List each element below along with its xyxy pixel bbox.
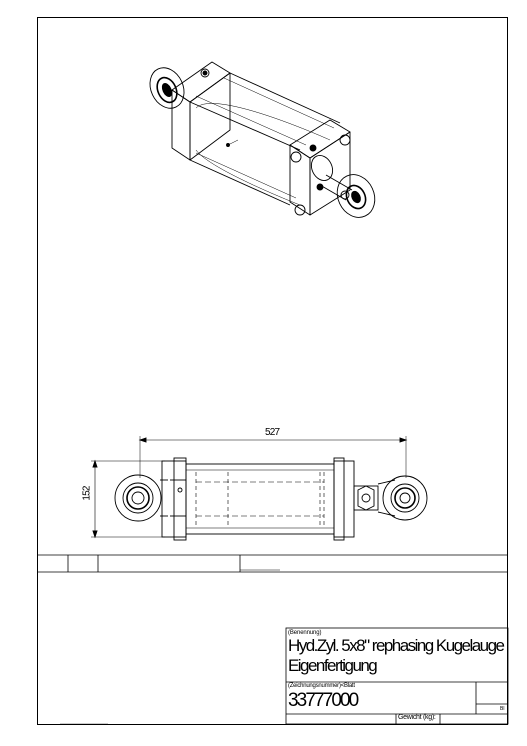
label-benennung: (Benennung) <box>288 630 322 636</box>
front-cap-top <box>289 119 351 159</box>
front-eye-outer <box>336 174 376 218</box>
label-drawing-number: (Zeichnungsnummer)<Blatt <box>288 683 355 689</box>
rear-eye-bore <box>161 82 173 98</box>
rod-boss <box>310 155 334 181</box>
rear-eye-inner <box>156 76 178 104</box>
rear-eye-outer <box>149 67 185 109</box>
isometric-view <box>149 61 376 218</box>
tie-rod <box>189 101 301 151</box>
sheet-mark: Bl <box>500 706 505 712</box>
dimension-height: 152 <box>81 486 93 501</box>
rear-cap-front <box>189 72 231 161</box>
title-block-grid <box>37 554 509 725</box>
nut <box>290 151 302 163</box>
front-cap-front <box>309 131 351 216</box>
side-view <box>91 436 428 541</box>
dimension-length: 527 <box>265 427 280 438</box>
label-weight: Gewicht (kg): <box>398 714 436 721</box>
side-front-eye <box>382 475 428 521</box>
drawing-subtitle: Eigenfertigung <box>288 656 378 675</box>
side-rear-eye <box>114 474 162 522</box>
sheet-border <box>37 17 508 725</box>
front-cap-side <box>289 144 311 216</box>
rear-port <box>200 68 210 78</box>
drawing-number: 33777000 <box>288 690 359 711</box>
drawing-title: Hyd.Zyl. 5x8" rephasing Kugelauge <box>288 636 505 655</box>
front-eye-inner <box>345 184 367 210</box>
side-barrel <box>185 463 335 535</box>
